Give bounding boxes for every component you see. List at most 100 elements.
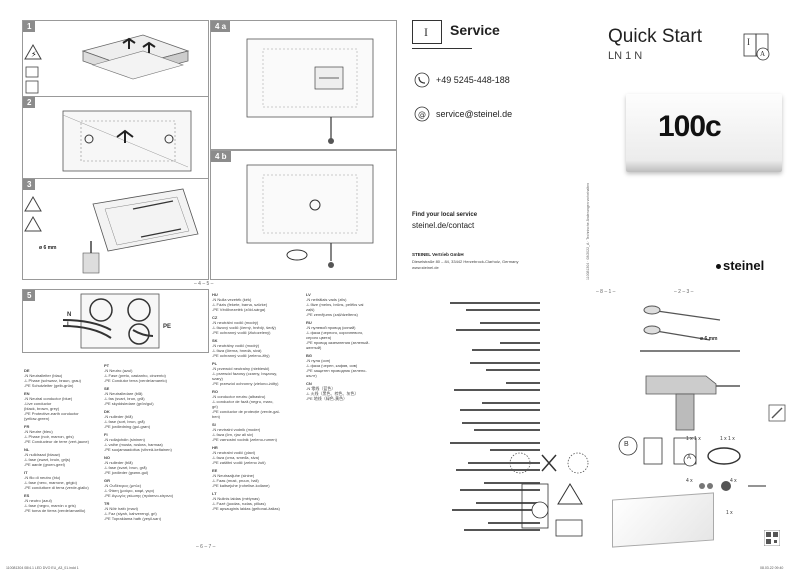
wiring-lang-code: PT [104, 363, 110, 368]
wiring-lang-line: -L fase (nero, marrone, grigio) [24, 480, 77, 485]
wiring-lang-line: -N nulldraad (blauw) [24, 452, 61, 457]
wiring-lang-code: LT [212, 491, 217, 496]
cover-side-text: 110081304 · 08/2022_A · Technische Änder… [586, 183, 590, 280]
wiring-lang-line: -N filo di neutro (blu) [24, 475, 61, 480]
wiring-lang-ro: RO-N conductor neutru (albastru)-L condu… [212, 389, 302, 419]
wiring-lang-line: ben) [212, 414, 221, 419]
wire-label-pe: PE [163, 324, 172, 330]
phone-icon [414, 72, 430, 88]
service-section: I Service +49 5245-448-188 @ service@ste… [410, 20, 600, 280]
service-icon-letter: I [424, 25, 428, 39]
service-phone[interactable]: +49 5245-448-188 [436, 75, 510, 85]
step-3-drill-label: ø 6 mm [39, 245, 57, 251]
service-email[interactable]: service@steinel.de [436, 109, 513, 119]
wiring-lang-code: FI [104, 432, 108, 437]
wiring-lang-code: DK [104, 409, 110, 414]
wiring-lang-line: -N nollajohdin (sininen) [104, 437, 145, 442]
wiring-lang-line: -PE zaštitni vodič (zeleno žuti) [212, 460, 266, 465]
wiring-lang-line: -PE Protective-earth conductor [24, 411, 79, 416]
wiring-lang-hr: HR-N neutralni vodič (plavi)-L faza (crn… [212, 445, 302, 465]
wiring-lang-line: -L conductor de fază (negru, maro, [212, 399, 274, 404]
wire-label-l: L [67, 322, 71, 328]
cover-page-numbers: – 8 – 1 – [596, 289, 616, 295]
step-3-illustration [24, 188, 199, 274]
wiring-lang-line: -PE Αγωγός γείωσης (πράσινο-κίτρινο) [104, 493, 174, 498]
wiring-column-pt-tr: PT-N Neutro (azul)-L Fase (preto, castan… [104, 363, 194, 524]
wiring-lang-line: -L Fase (preto, castanho, cinzento) [104, 373, 166, 378]
wiring-lang-code: NO [104, 455, 110, 460]
wiring-lang-line: -L fase (sort, brun, grå) [104, 419, 145, 424]
wiring-lang-hu: HU-N Nulla vezeték (kék)-L Fázis (fekete… [212, 292, 302, 312]
wiring-lang-code: HR [212, 445, 218, 450]
wiring-lang-line: -PE Conducteur de terre (vert-jaune) [24, 439, 89, 444]
wiring-lang-line: серого цвета) [306, 335, 332, 340]
step-4a-panel: 4 a [210, 20, 397, 150]
wiring-lang-line: -L fāze (melns, brūns, pelēks vai [306, 302, 364, 307]
step-2-illustration [62, 110, 192, 172]
company-web[interactable]: www.steinel.de [412, 265, 439, 270]
step-4b-number: 4 b [211, 151, 231, 162]
step-4a-illustration [246, 38, 374, 144]
wiring-lang-line: -L fáza (čierna, hnedá, sivá) [212, 348, 262, 353]
wiring-lang-line: жълт) [306, 373, 317, 378]
ban-icon [768, 404, 786, 422]
wiring-lang-code: EE [212, 468, 218, 473]
find-service-url[interactable]: steinel.de/contact [412, 221, 475, 230]
wiring-lang-cz: CZ-N neutrální vodič (modrý)-L fázový vo… [212, 315, 302, 335]
wiring-lang-line: -PE Védővezeték (zöld-sárga) [212, 307, 266, 312]
pack-qty-4: 4 x [730, 478, 737, 484]
book-letter-a: A [760, 50, 766, 58]
wiring-lang-line: -PE Condutor terra (verde/amarelo) [104, 378, 167, 383]
wiring-lang-line: -N 零线（蓝色） [306, 386, 336, 391]
brand-logo: steinel [716, 258, 764, 273]
wiring-lang-nl: NL-N nulldraad (blauw)-L fase (zwart, br… [24, 447, 104, 467]
wiring-lang-pt: PT-N Neutro (azul)-L Fase (preto, castan… [104, 363, 194, 383]
wiring-lang-cn: CN-N 零线（蓝色）-L 火线（黑色、棕色、灰色）-PE 地线（绿色-黄色） [306, 381, 396, 401]
step-1-panel: 1 ⚡ [22, 20, 209, 98]
wiring-lang-code: FR [24, 424, 30, 429]
wiring-lang-line: -N nevtralni vodnik (moder) [212, 427, 261, 432]
wiring-lang-ru: RU-N нулевой провод (синий)-L фаза (черн… [306, 320, 396, 350]
wiring-lang-line: -L 火线（黑色、棕色、灰色） [306, 391, 359, 396]
wiring-lang-line: -L fázový vodič (černý, hnědý, šedý) [212, 325, 276, 330]
wiring-lang-line: -Live conductor [24, 401, 52, 406]
wire-label-n: N [67, 312, 72, 318]
rotated-text-lines [450, 302, 540, 531]
wiring-lang-line: -L faza (črn, rjav ali siv) [212, 432, 254, 437]
wiring-lang-dk: DK-N nulleder (blå)-L fase (sort, brun, … [104, 409, 194, 429]
wiring-lang-line: -N neitrālais vads (zils) [306, 297, 347, 302]
wiring-lang-code: HU [212, 292, 218, 297]
wiring-lang-tr: TR-N Nötr hattı (mavi)-L Faz (siyah, kah… [104, 501, 194, 521]
email-icon: @ [414, 106, 430, 122]
wiring-lang-code: PL [212, 361, 218, 366]
wiring-lang-se: SE-N Neutralledare (blå)-L fas (svart, b… [104, 386, 194, 406]
wiring-lang-line: -PE przewód ochronny (zielono-żółty) [212, 381, 279, 386]
wiring-lang-line: -L vaihe (musta, ruskea, harmaa) [104, 442, 163, 447]
company-name: STEINEL Vertrieb GmbH [412, 252, 464, 257]
wiring-lang-line: -PE varnostni vodnik (zeleno-rumen) [212, 437, 277, 442]
wiring-lang-fr: FR-N Neutre (bleu)-L Phase (noir, marron… [24, 424, 104, 444]
step-5-illustration [62, 293, 160, 349]
wiring-lang-line: -L faza (crna, smeđa, siva) [212, 455, 260, 460]
wiring-lang-code: SK [212, 338, 218, 343]
wiring-lang-line: -L Fázis (fekete, barna, szürke) [212, 302, 268, 307]
wiring-lang-code: SI [212, 422, 216, 427]
contents-page-numbers: – 2 – 3 – [674, 289, 694, 295]
wiring-lang-line: -N Neutralleiter (blau) [24, 373, 63, 378]
wiring-lang-line: -L fas (svart, brun, grå) [104, 396, 145, 401]
wiring-lang-line: zaļš) [306, 307, 315, 312]
wiring-column-lv-cn: LV-N neitrālais vads (zils)-L fāze (meln… [306, 292, 396, 404]
wiring-lang-line: -N Nulla vezeték (kék) [212, 297, 252, 302]
wiring-lang-line: -L Φάση (μαύρο, καφέ, γκρι) [104, 488, 155, 493]
step-1-number: 1 [23, 21, 36, 32]
wiring-lang-line: -N Neutro (azul) [104, 368, 133, 373]
luminaire-image [612, 492, 714, 548]
wiring-lang-line: -PE jordledning (gul-grøn) [104, 424, 151, 429]
step-2-panel: 2 [22, 96, 209, 180]
wiring-lang-line: -L Phase (schwarz, braun, grau) [24, 378, 81, 383]
wiring-lang-line: -N Neutraaljuhe (sinine) [212, 473, 255, 478]
wiring-lang-line: (yellow-green) [24, 416, 50, 421]
step-5-panel: 5 N L PE [22, 289, 209, 353]
wiring-lang-line: -N Nulinis laidas (mėlynas) [212, 496, 260, 501]
pack-qty-3: 4 x [686, 478, 693, 484]
